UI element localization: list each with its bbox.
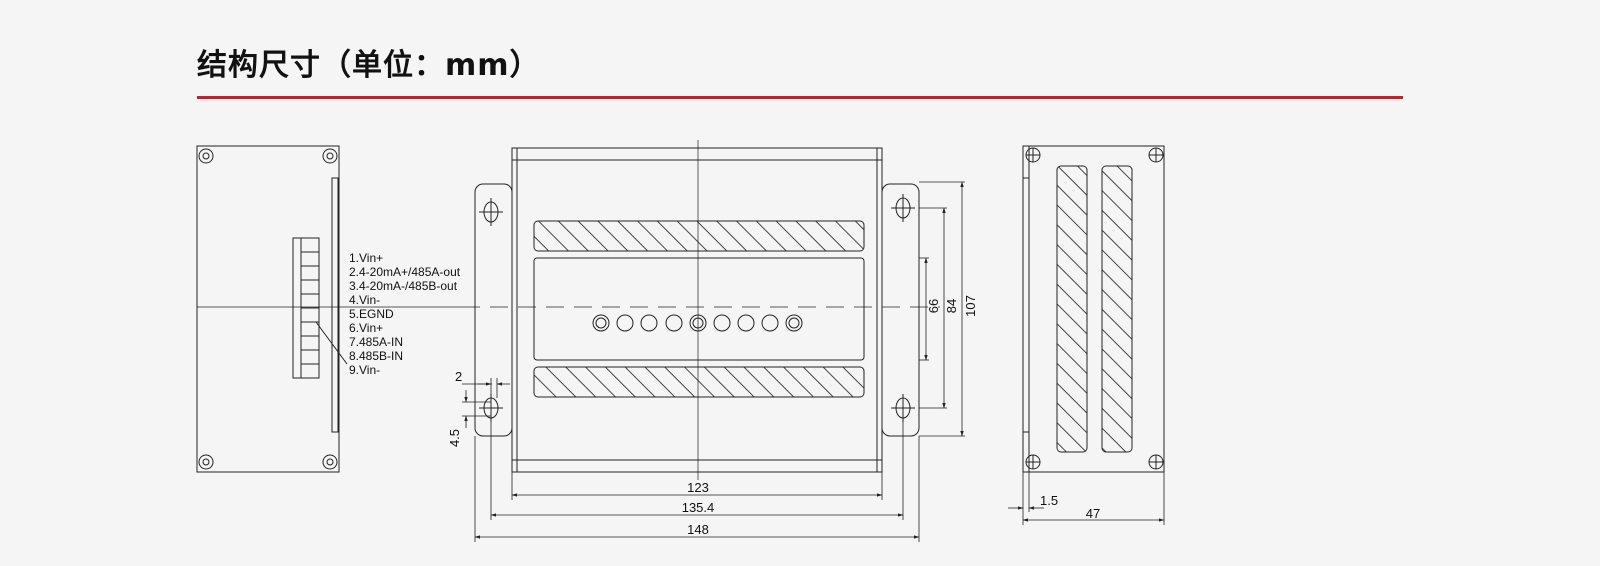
title-divider	[197, 96, 1403, 99]
pin-label: 9.Vin-	[349, 363, 380, 377]
dim-label-123: 123	[687, 480, 709, 495]
display-window	[533, 257, 865, 361]
vent-slots-bottom	[533, 366, 865, 398]
page-title: 结构尺寸（单位：mm）	[197, 48, 541, 83]
mounting-hole-icon	[479, 194, 915, 422]
horizontal-dimensions	[474, 420, 920, 542]
top-view-body	[511, 147, 883, 473]
ear-dimensions	[462, 378, 510, 428]
pin-label: 7.485A-IN	[349, 335, 403, 349]
pin-label: 1.Vin+	[349, 251, 383, 265]
pin-label: 5.EGND	[349, 307, 394, 321]
pin-legend: 1.Vin+ 2.4-20mA+/485A-out 3.4-20mA-/485B…	[349, 251, 461, 377]
side-vent-slots-right	[1101, 165, 1133, 453]
indicator-led-icon	[592, 314, 803, 332]
pin-label: 2.4-20mA+/485A-out	[349, 265, 461, 279]
side-view	[1022, 145, 1165, 473]
pin-label: 6.Vin+	[349, 321, 383, 335]
pin-label: 8.485B-IN	[349, 349, 403, 363]
dim-label-47: 47	[1086, 506, 1100, 521]
dim-label-2: 2	[455, 369, 462, 384]
side-view-body	[1022, 145, 1165, 473]
vertical-dimensions	[919, 181, 965, 437]
top-view	[462, 140, 940, 480]
dim-label-135-4: 135.4	[682, 500, 715, 515]
dim-label-4-5: 4.5	[447, 429, 462, 447]
terminal-view	[196, 145, 462, 473]
terminal-view-body	[196, 145, 340, 473]
side-vent-slots-left	[1056, 165, 1088, 453]
dim-label-1-5: 1.5	[1040, 493, 1058, 508]
dim-label-107: 107	[963, 295, 978, 317]
side-dimensions	[1008, 472, 1165, 525]
vent-slots-top	[533, 220, 865, 252]
screw-icon	[1025, 147, 1164, 470]
dim-label-66: 66	[926, 299, 941, 313]
pin-label: 4.Vin-	[349, 293, 380, 307]
dim-label-84: 84	[944, 299, 959, 313]
screw-icon	[198, 148, 338, 470]
pin-label: 3.4-20mA-/485B-out	[349, 279, 458, 293]
dim-label-148: 148	[687, 522, 709, 537]
